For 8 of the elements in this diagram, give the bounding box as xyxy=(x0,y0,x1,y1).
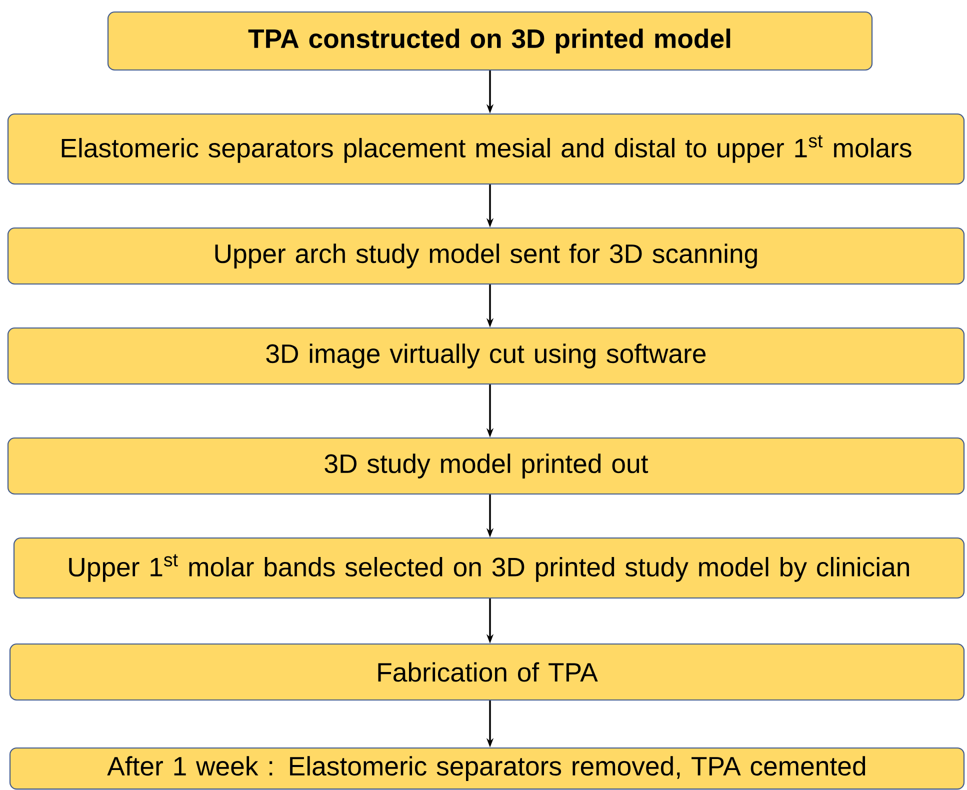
process-box: After 1 week : Elastomeric separators removed, TPA cemented xyxy=(9,747,965,790)
process-box: Elastomeric separators placement mesial and distal to upper 1$^{st}$ molars xyxy=(7,113,965,185)
process-box: Upper arch study model sent for 3D scanning xyxy=(7,227,965,285)
process-box: Upper 1$^{st}$ molar bands selected on 3D printed study model by clinician xyxy=(13,537,965,599)
process-box: 3D image virtually cut using software xyxy=(7,327,965,385)
process-box: 3D study model printed out xyxy=(7,437,965,495)
process-box: TPA constructed on 3D printed model xyxy=(107,11,873,71)
process-box: Fabrication of TPA xyxy=(9,643,965,701)
